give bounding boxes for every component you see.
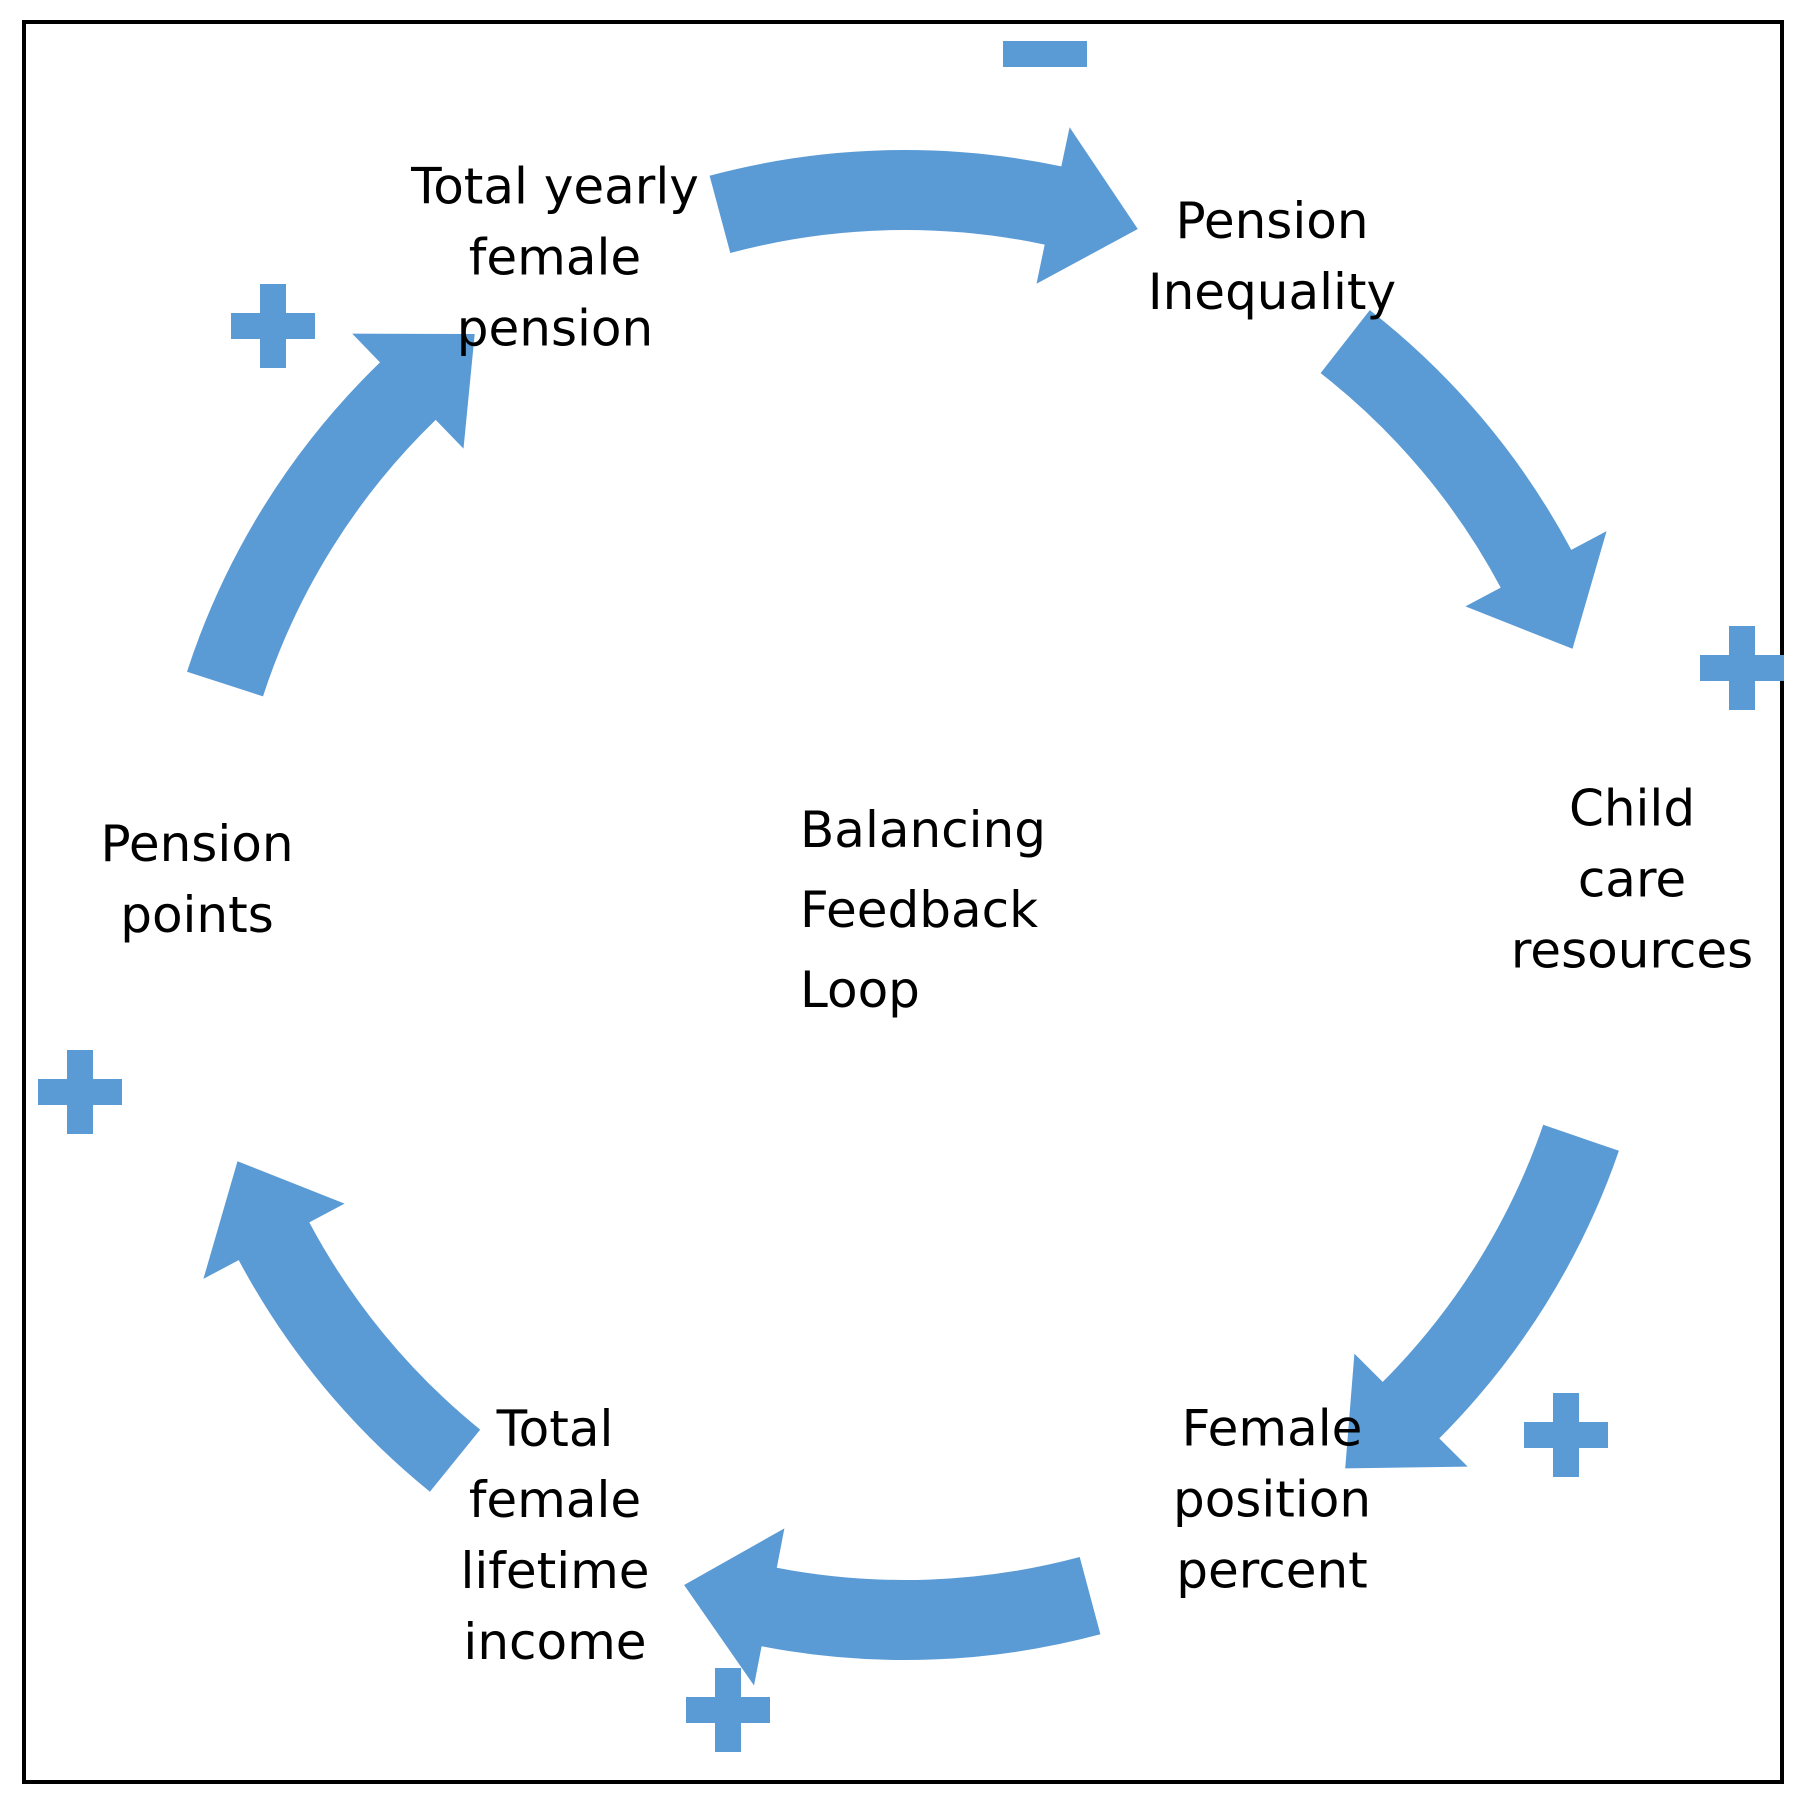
- node-female-position-percent: Female position percent: [1172, 1399, 1372, 1600]
- polarity-signs-layer: [38, 41, 1784, 1752]
- arrows-layer: [187, 127, 1619, 1686]
- plus-sign-icon: [38, 1050, 122, 1134]
- diagram-frame: [22, 20, 1784, 1784]
- node-pension-points: Pension points: [100, 815, 294, 944]
- center-label-balancing-feedback-loop: Balancing Feedback Loop: [800, 801, 1046, 1019]
- minus-sign-icon: [1003, 41, 1087, 67]
- arrow-total-female-lifetime-income-to-pension-points: [203, 1161, 481, 1492]
- node-total-yearly-female-pension: Total yearly female pension: [411, 157, 699, 358]
- plus-sign-icon: [686, 1668, 770, 1752]
- node-pension-inequality: Pension Inequality: [1147, 192, 1397, 321]
- node-child-care-resources: Child care resources: [1510, 779, 1754, 980]
- plus-sign-icon: [231, 284, 315, 368]
- arrow-total-yearly-female-pension-to-pension-inequality: [709, 127, 1138, 284]
- arrow-female-position-percent-to-total-female-lifetime-income: [684, 1528, 1101, 1686]
- node-total-female-lifetime-income: Total female lifetime income: [460, 1400, 650, 1671]
- arrow-pension-inequality-to-child-care-resources: [1320, 310, 1607, 649]
- plus-sign-icon: [1524, 1393, 1608, 1477]
- arrow-child-care-resources-to-female-position-percent: [1345, 1124, 1619, 1469]
- arrow-pension-points-to-total-yearly-female-pension: [187, 333, 475, 697]
- plus-sign-icon: [1700, 626, 1784, 710]
